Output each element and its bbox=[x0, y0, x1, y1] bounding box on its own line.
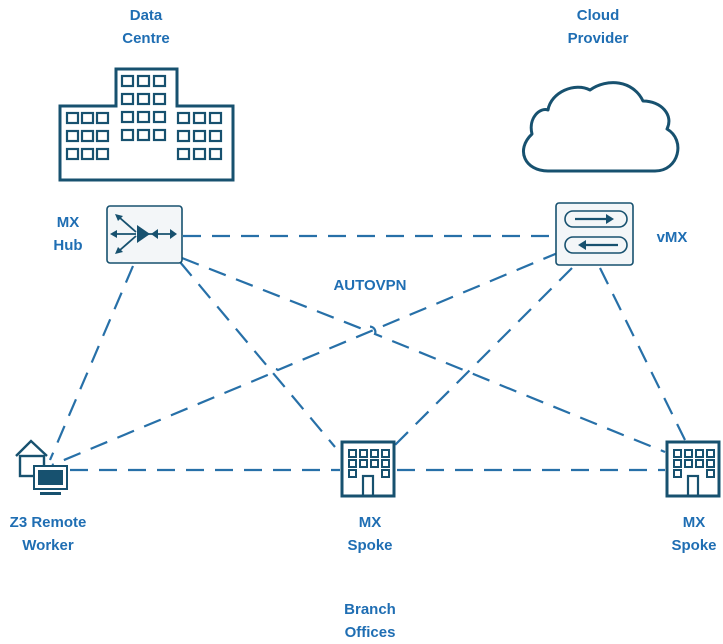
branch-offices-label: Branch Offices bbox=[325, 598, 415, 644]
door-icon bbox=[361, 474, 375, 498]
cloud-provider-label-line1: Cloud bbox=[576, 7, 620, 24]
vmx-appliance-icon bbox=[555, 202, 634, 266]
window-icon bbox=[120, 74, 135, 88]
window-icon bbox=[348, 459, 357, 468]
vmx-label-text: vMX bbox=[656, 229, 688, 246]
window-icon bbox=[706, 449, 715, 458]
window-icon bbox=[359, 449, 368, 458]
autovpn-label: AUTOVPN bbox=[320, 274, 420, 297]
home-teleworker-icon bbox=[15, 439, 68, 495]
window-icon bbox=[136, 74, 151, 88]
window-icon bbox=[80, 111, 95, 125]
cloud-icon bbox=[521, 81, 680, 173]
window-icon bbox=[95, 147, 110, 161]
window-icon bbox=[136, 110, 151, 124]
window-icon bbox=[208, 111, 223, 125]
window-icon bbox=[370, 459, 379, 468]
data-centre-label-line2: Centre bbox=[122, 30, 170, 47]
window-icon bbox=[176, 129, 191, 143]
window-icon bbox=[695, 459, 704, 468]
window-icon bbox=[152, 128, 167, 142]
window-icon bbox=[684, 449, 693, 458]
office-building-icon bbox=[58, 67, 235, 182]
z3-remote-worker-label-line2: Worker bbox=[22, 537, 74, 554]
window-icon bbox=[120, 128, 135, 142]
mx-hub-label: MX Hub bbox=[40, 211, 96, 257]
mx-spoke-center-label: MX Spoke bbox=[340, 511, 400, 557]
window-icon bbox=[381, 469, 390, 478]
link-vmx-spoke-right bbox=[599, 267, 686, 441]
link-vmx-spoke-center bbox=[393, 267, 573, 447]
branch-building-icon bbox=[340, 440, 396, 498]
window-icon bbox=[370, 449, 379, 458]
window-icon bbox=[65, 129, 80, 143]
mx-spoke-right-label-line1: MX bbox=[682, 514, 706, 531]
window-icon bbox=[95, 111, 110, 125]
vmx-label: vMX bbox=[644, 226, 700, 249]
door-icon bbox=[686, 474, 700, 498]
window-icon bbox=[381, 459, 390, 468]
mx-hub-label-line2: Hub bbox=[53, 237, 83, 254]
cloud-provider-label: Cloud Provider bbox=[553, 4, 643, 50]
branch-offices-label-line1: Branch bbox=[344, 601, 396, 618]
window-icon bbox=[381, 449, 390, 458]
cloud-provider-label-line2: Provider bbox=[567, 30, 629, 47]
window-icon bbox=[120, 92, 135, 106]
window-icon bbox=[208, 129, 223, 143]
window-icon bbox=[152, 92, 167, 106]
link-vmx-z3 bbox=[51, 250, 561, 467]
window-icon bbox=[176, 147, 191, 161]
window-icon bbox=[348, 449, 357, 458]
z3-remote-worker-label: Z3 Remote Worker bbox=[0, 511, 96, 557]
window-icon bbox=[673, 459, 682, 468]
data-centre-label-line1: Data bbox=[129, 7, 163, 24]
link-hub-spoke-right bbox=[181, 256, 666, 454]
window-icon bbox=[192, 111, 207, 125]
window-icon bbox=[359, 459, 368, 468]
window-icon bbox=[673, 469, 682, 478]
window-icon bbox=[95, 129, 110, 143]
window-icon bbox=[673, 449, 682, 458]
window-icon bbox=[176, 111, 191, 125]
router-hub-icon bbox=[106, 205, 183, 264]
window-icon bbox=[152, 110, 167, 124]
window-icon bbox=[120, 110, 135, 124]
mx-spoke-right-label: MX Spoke bbox=[664, 511, 723, 557]
window-icon bbox=[684, 459, 693, 468]
autovpn-label-text: AUTOVPN bbox=[333, 277, 407, 294]
link-hub-z3 bbox=[48, 265, 135, 461]
mx-spoke-center-label-line1: MX bbox=[358, 514, 382, 531]
window-icon bbox=[706, 469, 715, 478]
window-icon bbox=[136, 128, 151, 142]
branch-offices-label-line2: Offices bbox=[344, 624, 396, 641]
data-centre-label: Data Centre bbox=[106, 4, 186, 50]
link-hub-spoke-center bbox=[179, 261, 336, 448]
window-icon bbox=[65, 147, 80, 161]
window-icon bbox=[706, 459, 715, 468]
window-icon bbox=[80, 129, 95, 143]
window-icon bbox=[65, 111, 80, 125]
window-icon bbox=[208, 147, 223, 161]
window-icon bbox=[136, 92, 151, 106]
mx-spoke-center-label-line2: Spoke bbox=[347, 537, 393, 554]
window-icon bbox=[152, 74, 167, 88]
mx-hub-label-line1: MX bbox=[56, 214, 80, 231]
window-icon bbox=[80, 147, 95, 161]
window-icon bbox=[192, 147, 207, 161]
mx-spoke-right-label-line2: Spoke bbox=[671, 537, 717, 554]
window-icon bbox=[348, 469, 357, 478]
branch-building-icon bbox=[665, 440, 721, 498]
window-icon bbox=[695, 449, 704, 458]
z3-remote-worker-label-line1: Z3 Remote bbox=[9, 514, 87, 531]
window-icon bbox=[192, 129, 207, 143]
